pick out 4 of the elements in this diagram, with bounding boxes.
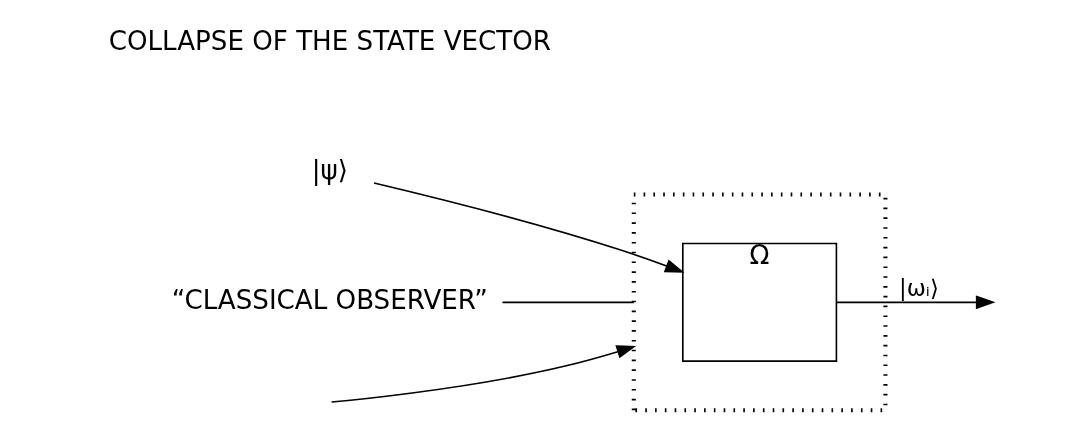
node-text: “CLASSICAL OBSERVER” [171, 284, 488, 315]
node-text: |ψ⟩ [311, 155, 348, 186]
edge-label: |ωᵢ⟩ [899, 275, 939, 302]
label: COLLAPSE OF THE STATE VECTOR [108, 26, 551, 57]
